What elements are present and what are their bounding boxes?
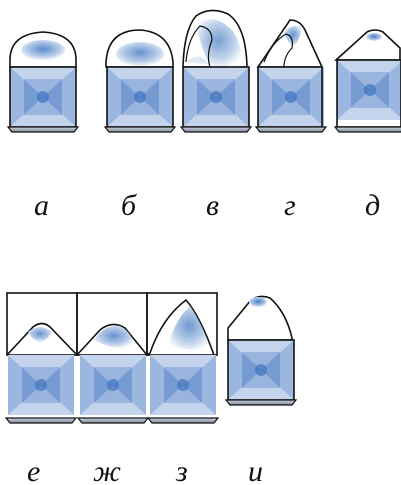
label-b: б bbox=[121, 189, 137, 222]
stage-a bbox=[8, 32, 78, 132]
label-zh: ж bbox=[93, 455, 121, 485]
stage-e bbox=[6, 293, 77, 423]
label-z: з bbox=[175, 455, 188, 485]
label-a: а bbox=[34, 189, 49, 222]
label-i: и bbox=[248, 455, 263, 485]
label-d: д bbox=[365, 189, 380, 222]
stage-b bbox=[105, 30, 175, 132]
stage-zh bbox=[77, 293, 148, 423]
stage-v bbox=[181, 10, 251, 132]
stage-z bbox=[147, 293, 218, 423]
label-v: в bbox=[206, 189, 219, 222]
stage-d bbox=[335, 30, 401, 132]
label-g: г bbox=[284, 189, 296, 222]
stage-g bbox=[256, 20, 326, 132]
stage-i bbox=[226, 296, 296, 405]
label-e: е bbox=[27, 455, 40, 485]
